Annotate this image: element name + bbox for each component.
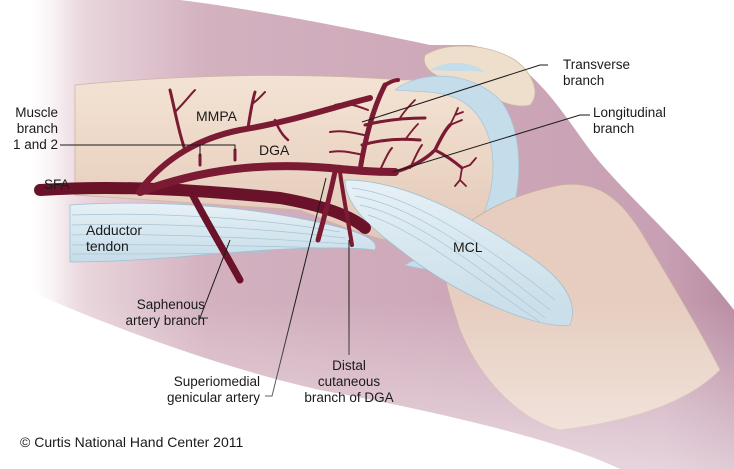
- transverse-branch-artery: [357, 82, 388, 173]
- label-sfa: SFA: [44, 177, 70, 192]
- copyright-notice: © Curtis National Hand Center 2011: [20, 434, 244, 450]
- label-mmpa: MMPA: [196, 108, 237, 124]
- superiomedial-genicular-artery: [315, 169, 338, 243]
- dga-artery: [136, 162, 399, 196]
- label-adductor-tendon: Adductor tendon: [86, 222, 143, 254]
- label-muscle-branch: Muscle branch 1 and 2: [12, 105, 58, 152]
- label-distal-cutaneous-branch: Distal cutaneous branch of DGA: [304, 358, 394, 405]
- label-superiomedial-genicular-artery: Superiomedial genicular artery: [166, 374, 260, 405]
- distal-cutaneous-artery: [338, 170, 354, 247]
- label-transverse-branch: Transverse branch: [563, 57, 631, 88]
- mmpa-artery: [137, 95, 373, 193]
- label-saphenous-artery-branch: Saphenous artery branch: [125, 297, 205, 328]
- sfa-artery: [34, 182, 371, 234]
- label-mcl: MCL: [453, 239, 483, 255]
- leader-lines: [60, 64, 590, 397]
- arteries: [34, 78, 477, 284]
- label-longitudinal-branch: Longitudinal branch: [593, 105, 666, 136]
- saphenous-artery: [186, 186, 244, 284]
- label-dga: DGA: [259, 142, 290, 158]
